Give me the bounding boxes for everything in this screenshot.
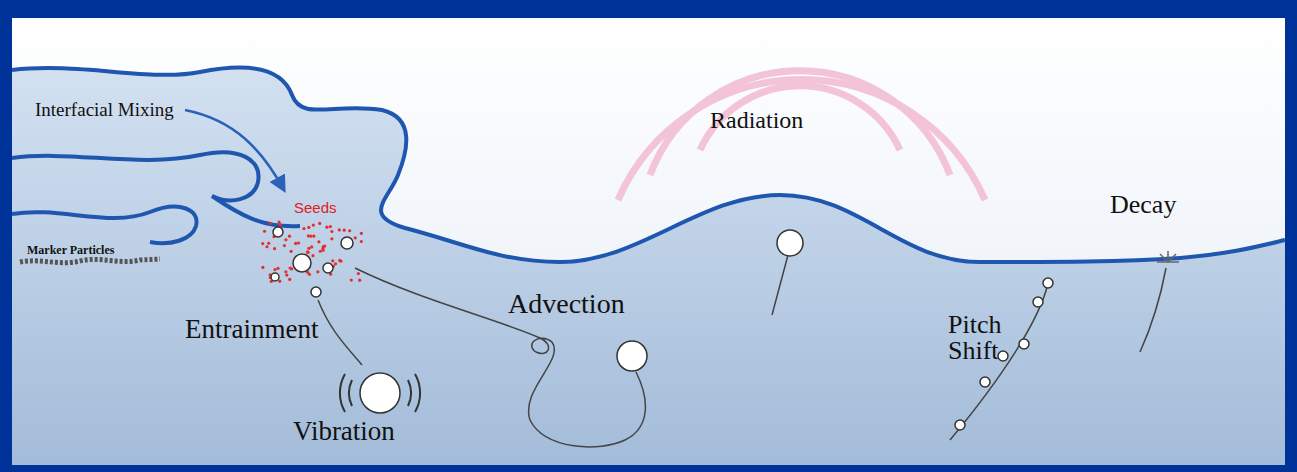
bubbles	[271, 227, 1053, 430]
marker-particles-line	[20, 259, 160, 263]
sky-ground	[12, 18, 1285, 465]
part-label: Interfacial Mixing	[35, 100, 174, 119]
trajectories	[318, 255, 1166, 447]
part-label: Decay	[1110, 192, 1176, 218]
vibration-marks	[340, 374, 420, 412]
seed-dots	[261, 220, 363, 283]
part-label: Pitch Shift	[948, 312, 1028, 364]
part-label: Vibration	[293, 418, 395, 445]
decay-burst	[1157, 251, 1179, 262]
part-label: Radiation	[710, 108, 803, 132]
water-surface	[12, 67, 1285, 262]
part-label: Advection	[508, 290, 625, 318]
radiation-waves	[618, 71, 985, 200]
part-label: Entrainment	[185, 316, 318, 343]
part-label: Seeds	[294, 200, 337, 215]
water-body	[12, 67, 1285, 465]
breaking-wave-curls	[12, 152, 300, 243]
mixing-arrow	[185, 110, 284, 190]
part-label: Marker Particles	[27, 244, 117, 256]
